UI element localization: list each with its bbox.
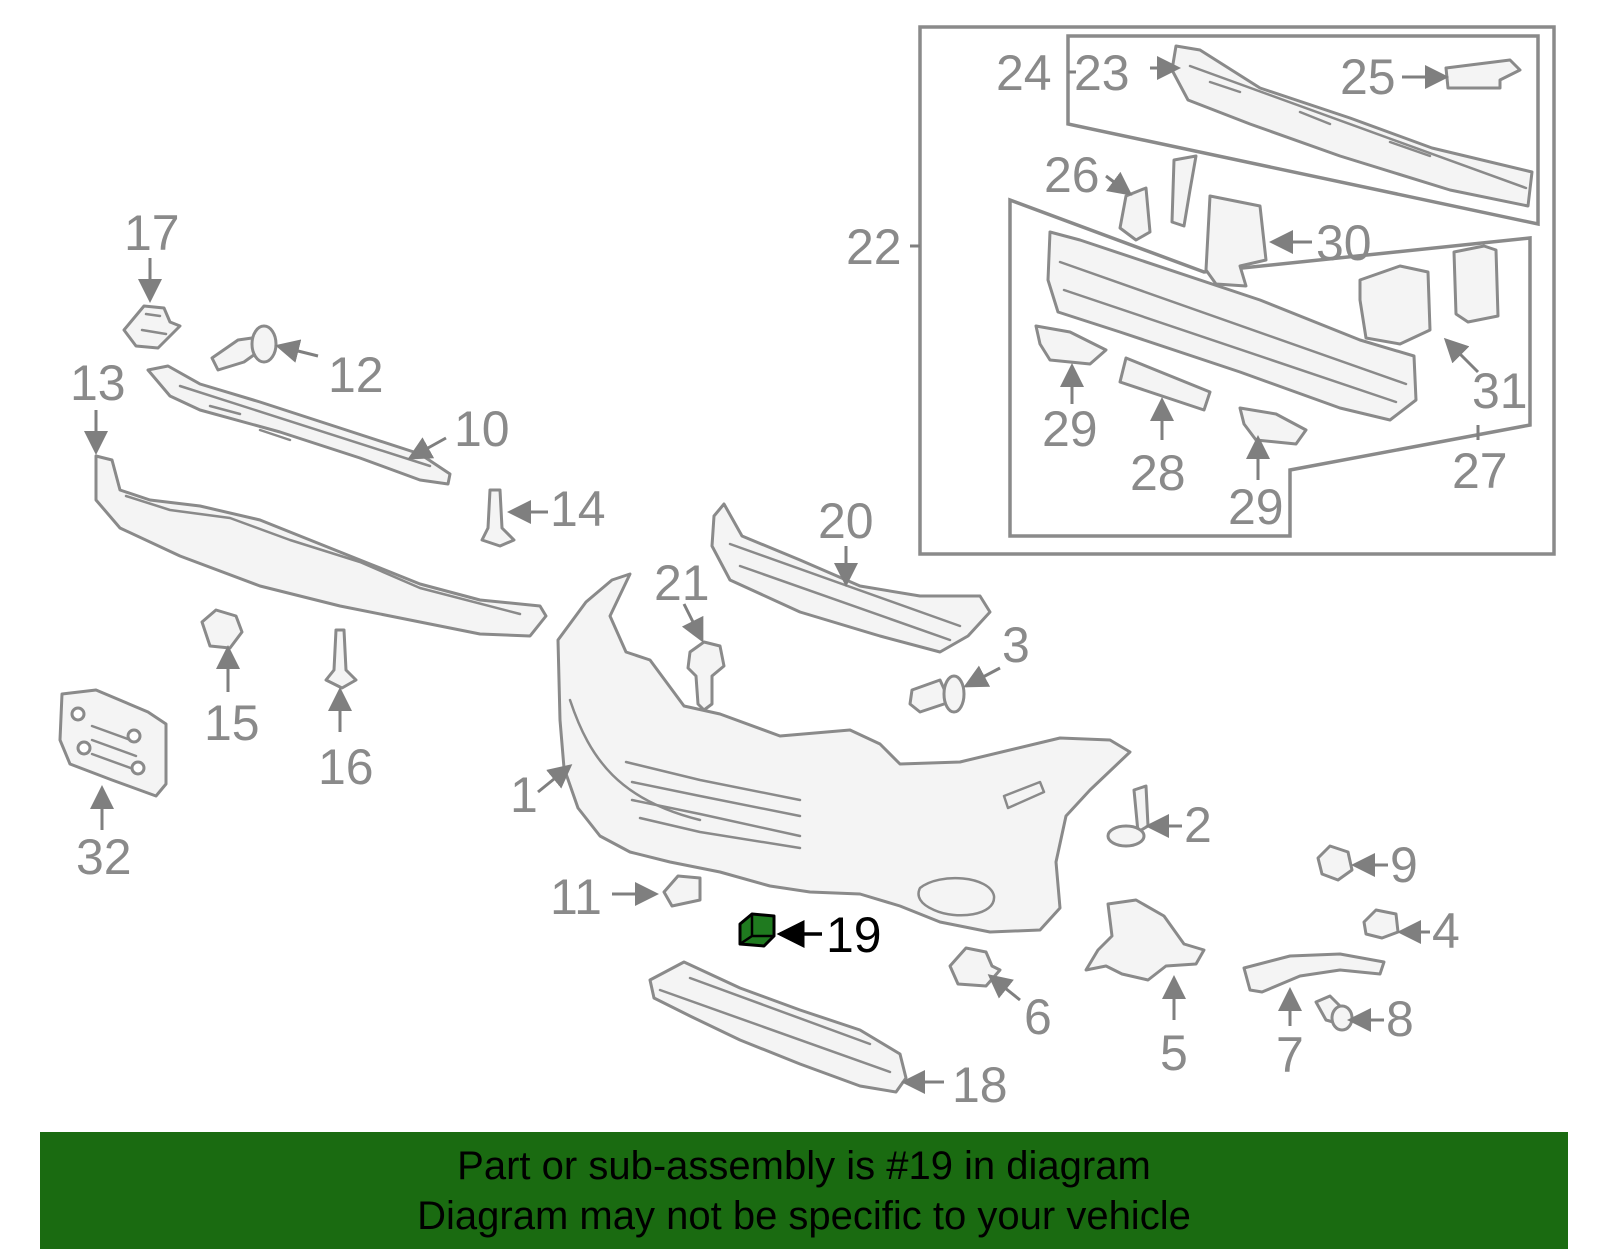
bracket-26b [1170,154,1198,228]
clip-17 [122,304,182,350]
callout-20: 20 [818,493,874,549]
clip-21 [686,640,726,712]
license-bracket-32-hole-3 [76,740,92,756]
callout-6: 6 [1024,989,1052,1045]
callout-22: 22 [846,219,902,275]
pin-2-head [1106,824,1146,848]
bracket-7 [1242,952,1386,994]
callout-17: 17 [124,205,180,261]
screw-3-head [942,674,966,714]
inset-upper-box [1066,34,1540,227]
reinforcement-inset [910,25,1556,556]
clip-6 [948,946,1002,988]
pin-16 [324,628,358,690]
inset-lower-box [1008,197,1532,538]
callout-16: 16 [318,739,374,795]
clip-15 [200,608,244,650]
callout-30: 30 [1316,215,1372,271]
callout-15: 15 [204,695,260,751]
nut-4 [1362,908,1400,940]
screw-12-head [250,324,278,364]
callout-11: 11 [550,869,602,925]
energy-absorber-31 [1358,264,1432,346]
callout-8: 8 [1386,991,1414,1047]
impact-bar-upper-ribs [1188,64,1528,190]
callout-19-highlighted: 19 [826,907,882,963]
lower-bar-18-detail [658,976,892,1074]
callout-28: 28 [1130,445,1186,501]
callout-29-left: 29 [1042,401,1098,457]
license-bracket-32 [58,688,168,798]
bracket-5 [1084,898,1206,982]
mount-plate-31 [1452,244,1500,324]
callout-5: 5 [1160,1025,1188,1081]
nut-9 [1316,844,1354,882]
callout-18: 18 [952,1057,1008,1113]
lower-valance-13-detail [124,494,522,616]
screw-8-head [1330,1004,1354,1032]
banner-line-part-number: Part or sub-assembly is #19 in diagram [457,1143,1151,1188]
callout-9: 9 [1390,837,1418,893]
support-20 [710,502,992,654]
screw-3 [908,678,952,714]
part-19-edge [738,912,776,946]
lower-bar-18 [648,960,908,1094]
bracket-26 [1118,186,1152,242]
callout-29-right: 29 [1228,479,1284,535]
callout-24: 24 [996,45,1052,101]
bumper-cover-1-reflector [1002,780,1046,810]
callout-27: 27 [1452,443,1508,499]
filler-28 [1118,356,1212,412]
license-bracket-32-hole-4 [130,760,146,776]
callout-32: 32 [76,829,132,885]
callout-1: 1 [510,767,538,823]
license-bracket-32-hole-2 [126,728,142,744]
callout-7: 7 [1276,1027,1304,1083]
inset-outer-box [918,25,1556,556]
pin-14 [480,488,516,548]
callout-3: 3 [1002,617,1030,673]
bracket-30 [1204,194,1268,288]
bumper-cover-1-grille [624,760,802,850]
filler-29-right [1238,406,1308,446]
callout-10: 10 [454,401,510,457]
callout-13: 13 [70,355,126,411]
bumper-cover-1-fog-opening [917,876,996,917]
bracket-25 [1444,58,1522,90]
bumper-cover-1 [556,572,1132,934]
callout-25: 25 [1340,49,1396,105]
clip-17-detail [140,312,168,336]
info-banner: Part or sub-assembly is #19 in diagram D… [40,1132,1568,1249]
lower-valance-13 [94,454,548,638]
callout-14: 14 [550,481,606,537]
pin-2 [1132,784,1150,834]
callout-26: 26 [1044,147,1100,203]
callout-labels: 1 2 3 4 5 6 7 8 9 10 11 12 13 14 15 16 1… [70,45,1528,1113]
pad-11 [662,874,702,908]
filler-29-left [1034,324,1108,366]
callout-23: 23 [1074,45,1130,101]
bracket-10-detail [178,384,432,468]
banner-line-disclaimer: Diagram may not be specific to your vehi… [417,1193,1191,1238]
impact-bar-main-edge [1058,260,1408,404]
bumper-cover-1-edge [568,698,702,822]
callout-12: 12 [328,347,384,403]
callout-2: 2 [1184,797,1212,853]
license-bracket-32-hole-1 [70,706,86,722]
impact-bar-main [1046,230,1418,422]
callout-4: 4 [1432,903,1460,959]
callout-31: 31 [1472,363,1528,419]
callout-21: 21 [654,555,710,611]
